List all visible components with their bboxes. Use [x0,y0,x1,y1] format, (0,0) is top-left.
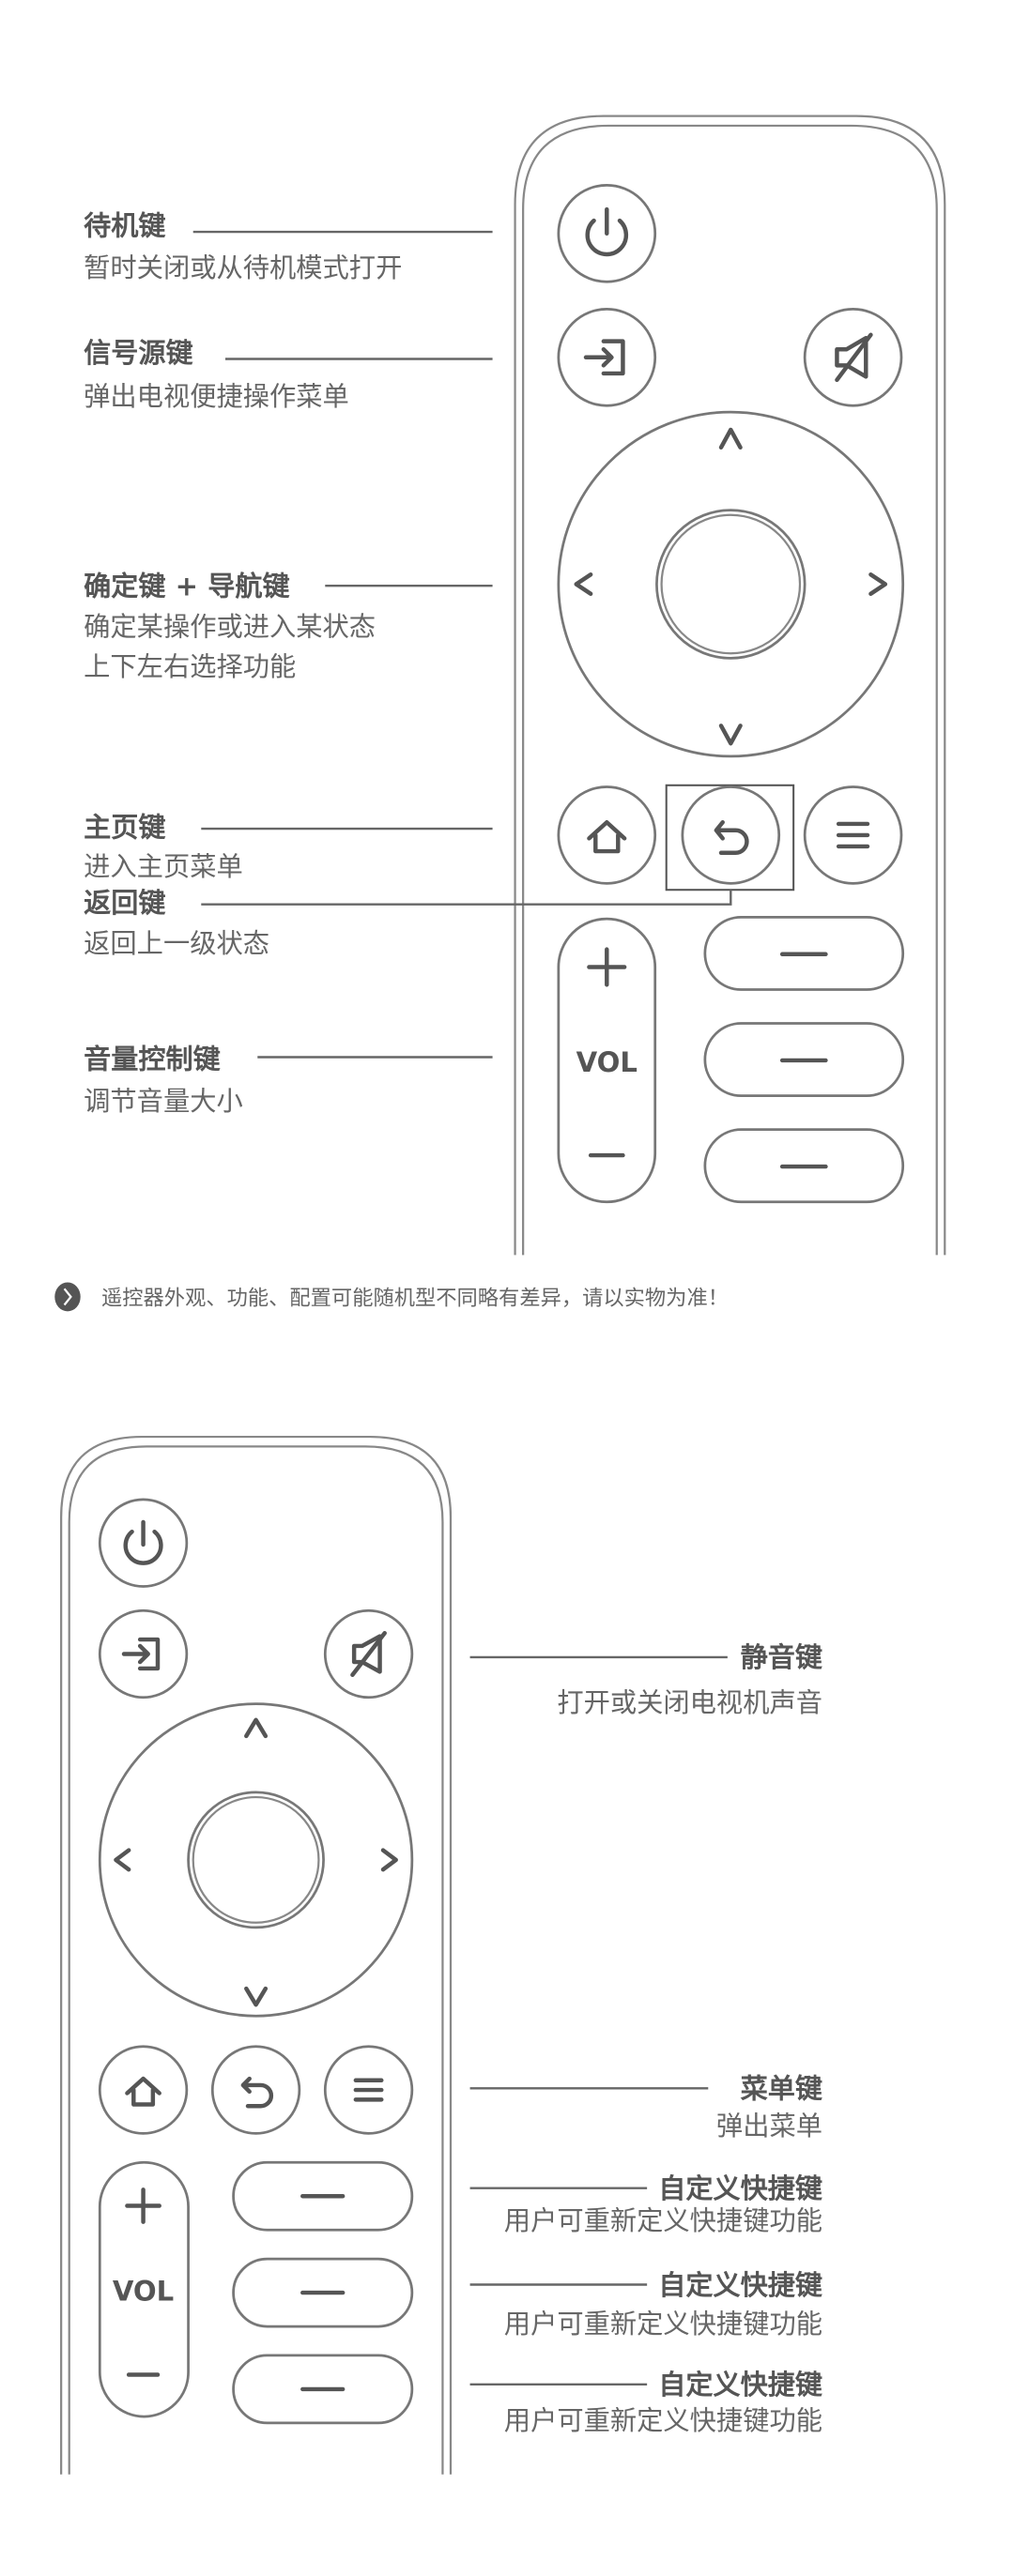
back-icon [240,2076,274,2109]
callout-input-source: 信号源键 弹出电视便捷操作菜单 [84,337,493,412]
mute-icon [350,1630,387,1678]
arrow-down-icon[interactable] [718,724,743,746]
power-icon [585,206,629,257]
callout-mute: 静音键 打开或关闭电视机声音 [469,1641,822,1718]
plus-icon[interactable] [587,947,627,987]
home-button[interactable] [98,2045,189,2135]
arrow-up-icon[interactable] [244,1717,269,1739]
dpad [557,410,905,758]
remote-shell [514,114,946,1256]
mute-icon [835,332,873,383]
plus-icon[interactable] [125,2187,161,2224]
svg-text:音量控制键: 音量控制键 [84,1044,221,1075]
callout-power: 待机键 暂时关闭或从待机模式打开 [84,210,493,283]
svg-text:确定某操作或进入某状态: 确定某操作或进入某状态 [84,611,376,642]
svg-text:上下左右选择功能: 上下左右选择功能 [84,651,296,682]
input-source-icon [583,339,625,376]
callout-home: 主页键 进入主页菜单 [84,812,493,882]
callout-volume: 音量控制键 调节音量大小 [84,1044,493,1117]
callout-back: 返回键 返回上一级状态 [84,887,732,959]
menu-icon [353,2078,384,2102]
svg-text:主页键: 主页键 [84,812,165,844]
back-icon [714,819,749,856]
input-source-button[interactable] [98,1608,189,1700]
svg-text:调节音量大小: 调节音量大小 [84,1086,243,1117]
home-icon [125,2076,161,2107]
mute-button[interactable] [323,1608,414,1700]
svg-text:返回上一级状态: 返回上一级状态 [84,928,269,959]
callout-shortcut-2: 自定义快捷键 用户可重新定义快捷键功能 [469,2269,822,2340]
svg-text:自定义快捷键: 自定义快捷键 [658,2269,822,2301]
back-button[interactable] [681,785,781,885]
svg-text:暂时关闭或从待机模式打开: 暂时关闭或从待机模式打开 [84,252,402,283]
svg-text:弹出菜单: 弹出菜单 [716,2111,822,2142]
dpad [98,1702,414,2018]
svg-text:用户可重新定义快捷键功能: 用户可重新定义快捷键功能 [504,2309,822,2340]
vol-label: VOL [576,1046,638,1078]
top-remote: VOL [514,114,946,1256]
svg-text:进入主页菜单: 进入主页菜单 [84,851,243,882]
input-source-button[interactable] [557,307,657,407]
shortcut-button-2[interactable] [703,1022,905,1098]
power-button[interactable] [98,1498,189,1588]
callout-ok-nav: 确定键 + 导航键 确定某操作或进入某状态 上下左右选择功能 [84,570,493,682]
menu-button[interactable] [803,785,903,885]
chevron-right-circle-icon [54,1282,81,1312]
power-button[interactable] [557,183,657,283]
mute-button[interactable] [803,307,903,407]
shortcut-button-2[interactable] [232,2257,414,2328]
svg-text:弹出电视便捷操作菜单: 弹出电视便捷操作菜单 [84,381,349,412]
input-source-icon [121,1637,161,1671]
svg-text:菜单键: 菜单键 [740,2073,822,2105]
home-icon [587,819,627,854]
svg-text:待机键: 待机键 [84,210,165,242]
svg-text:返回键: 返回键 [84,887,165,919]
disclaimer-note: 遥控器外观、功能、配置可能随机型不同略有差异，请以实物为准！ [54,1282,729,1312]
volume-rocker[interactable]: VOL [557,917,657,1204]
arrow-right-icon[interactable] [868,572,888,597]
svg-text:打开或关闭电视机声音: 打开或关闭电视机声音 [557,1687,822,1718]
ok-button[interactable] [187,1791,325,1929]
remote-shell [60,1435,453,2475]
volume-rocker[interactable]: VOL [98,2160,190,2418]
svg-text:自定义快捷键: 自定义快捷键 [658,2172,822,2204]
menu-icon [836,821,870,849]
svg-text:确定键 + 导航键: 确定键 + 导航键 [84,570,289,602]
svg-text:自定义快捷键: 自定义快捷键 [658,2369,822,2401]
svg-text:信号源键: 信号源键 [84,337,192,369]
callout-shortcut-1: 自定义快捷键 用户可重新定义快捷键功能 [469,2172,822,2236]
svg-text:遥控器外观、功能、配置可能随机型不同略有差异，请以实物为准！: 遥控器外观、功能、配置可能随机型不同略有差异，请以实物为准！ [101,1287,729,1311]
shortcut-button-1[interactable] [232,2160,414,2232]
svg-text:静音键: 静音键 [741,1641,822,1673]
callout-shortcut-3: 自定义快捷键 用户可重新定义快捷键功能 [469,2369,822,2436]
back-button[interactable] [210,2045,301,2135]
power-icon [123,1519,163,1565]
shortcut-button-3[interactable] [703,1128,905,1204]
ok-button[interactable] [655,509,807,660]
svg-text:用户可重新定义快捷键功能: 用户可重新定义快捷键功能 [504,2405,822,2436]
menu-button[interactable] [323,2045,414,2135]
shortcut-button-3[interactable] [232,2354,414,2425]
home-button[interactable] [557,785,657,885]
arrow-left-icon[interactable] [574,572,593,597]
vol-label: VOL [113,2276,174,2308]
arrow-left-icon[interactable] [114,1848,131,1872]
arrow-up-icon[interactable] [718,427,743,450]
bottom-remote: VOL [60,1435,453,2475]
svg-text:用户可重新定义快捷键功能: 用户可重新定义快捷键功能 [504,2205,822,2236]
arrow-down-icon[interactable] [244,1986,269,2007]
shortcut-button-1[interactable] [703,915,905,991]
arrow-right-icon[interactable] [380,1848,398,1872]
callout-menu: 菜单键 弹出菜单 [469,2073,822,2142]
